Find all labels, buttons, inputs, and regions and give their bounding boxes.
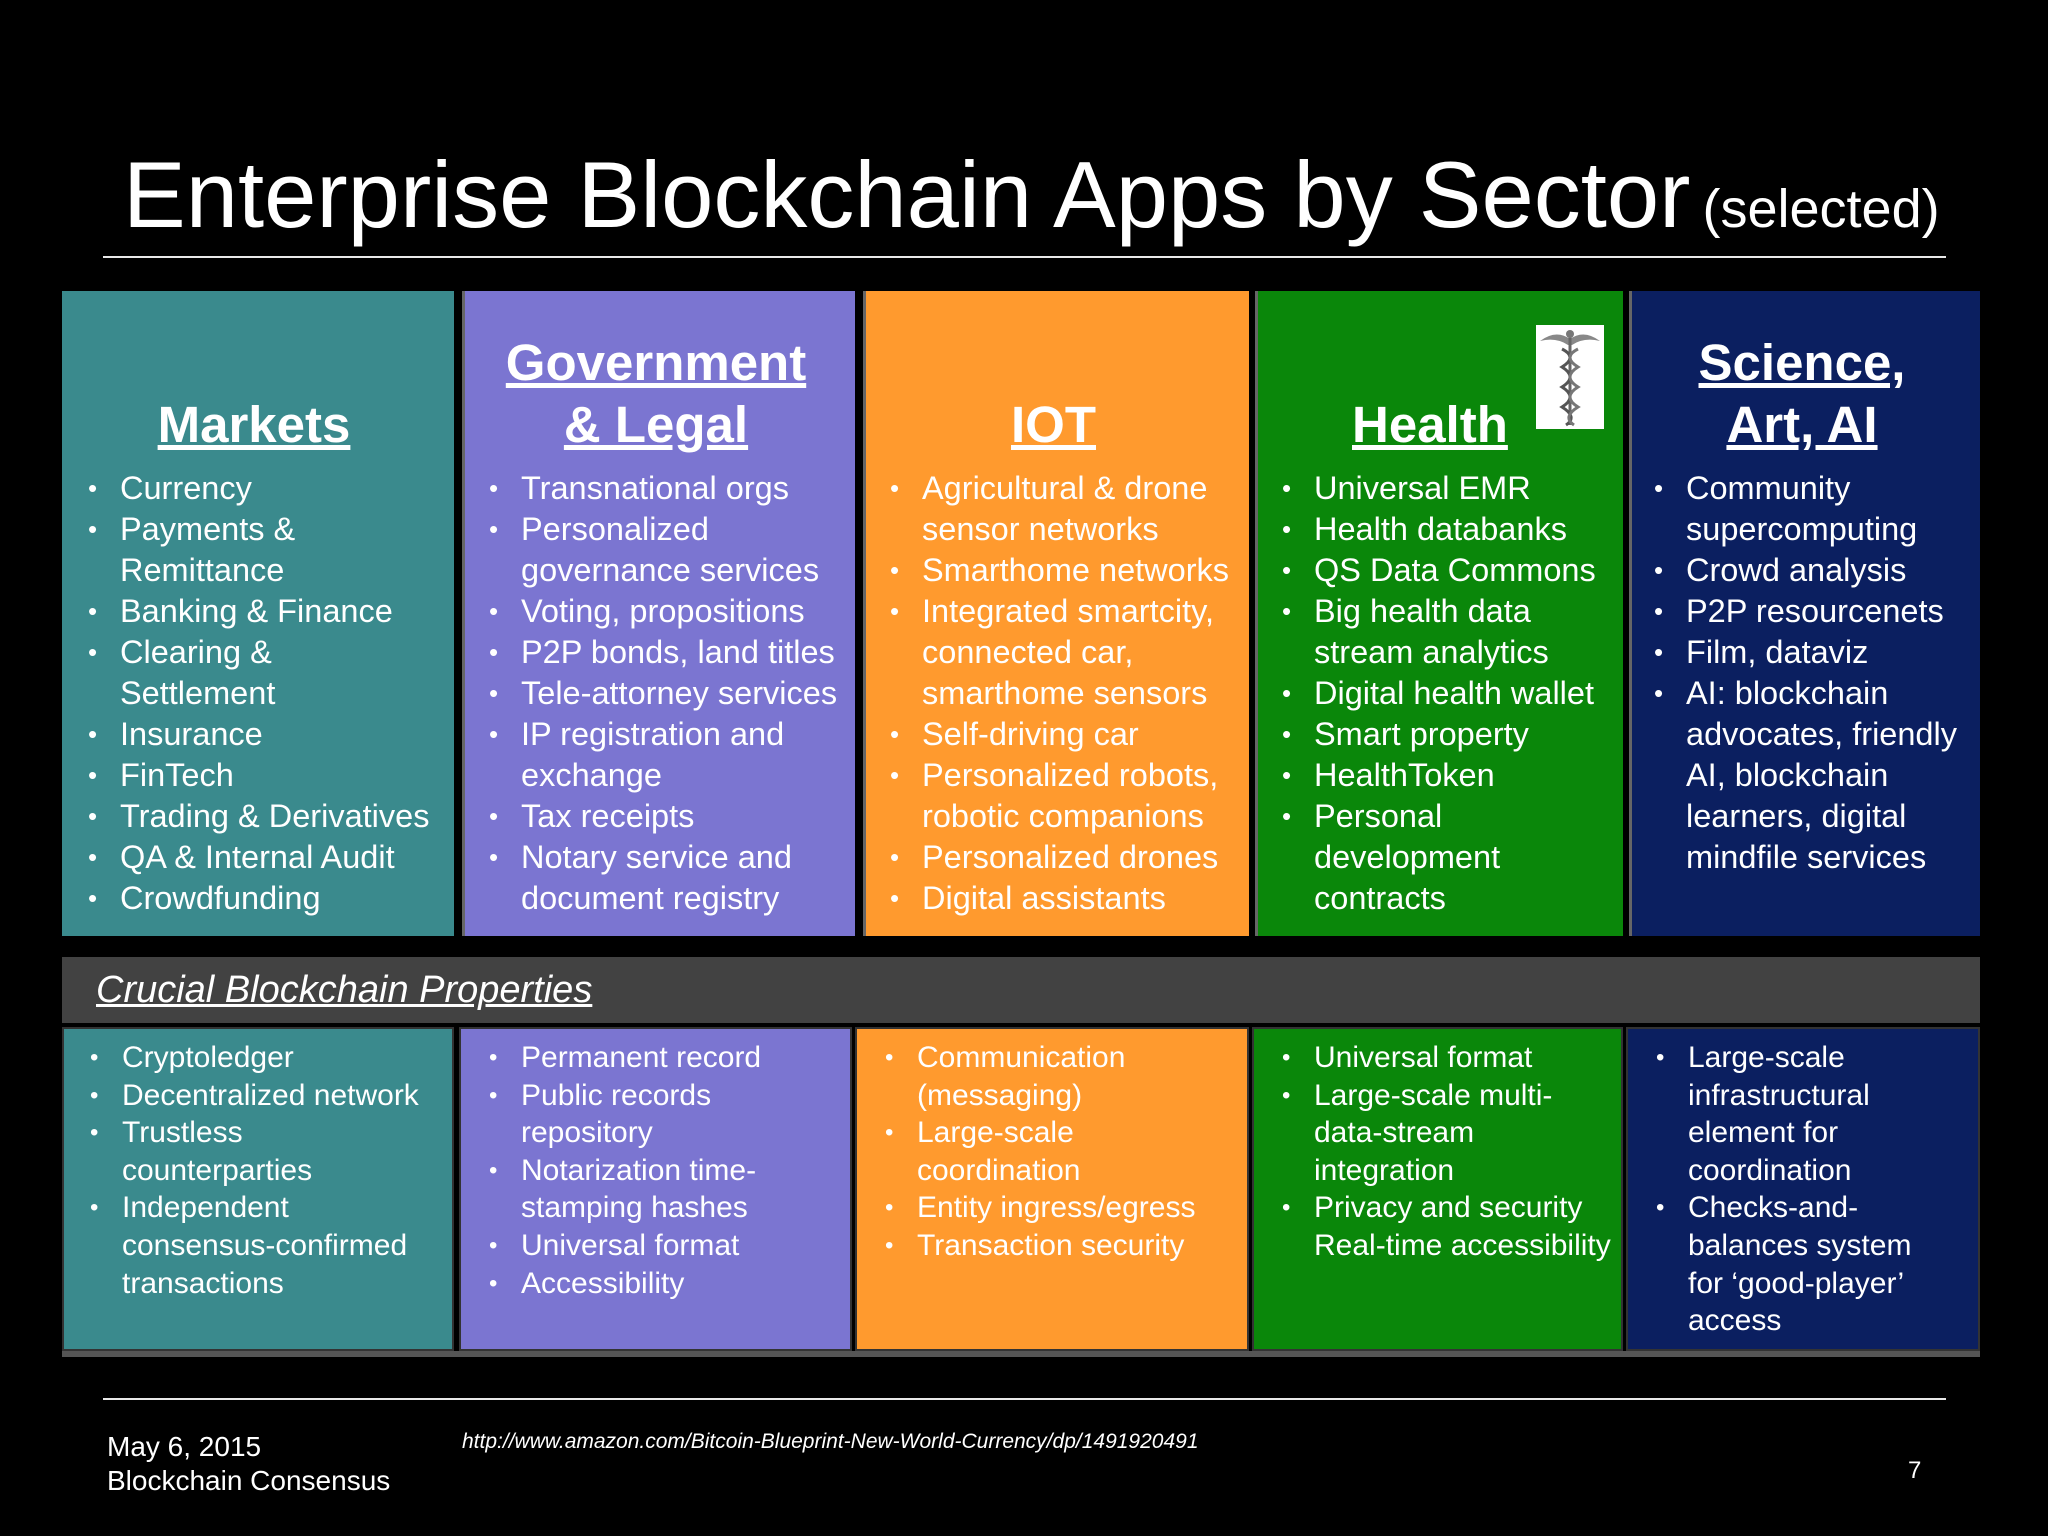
properties-list: Large-scale infrastructural element for … bbox=[1628, 1039, 1978, 1340]
list-item: FinTech bbox=[80, 755, 446, 796]
source-link[interactable]: http://www.amazon.com/Bitcoin-Blueprint-… bbox=[462, 1430, 1199, 1453]
list-item: Large-scale infrastructural element for … bbox=[1648, 1039, 1938, 1189]
footer-divider bbox=[103, 1398, 1946, 1400]
list-item: Accessibility bbox=[481, 1265, 850, 1303]
properties-list: Permanent record Public records reposito… bbox=[461, 1039, 850, 1302]
list-item: Universal format bbox=[481, 1227, 850, 1265]
list-item: Notary service and document registry bbox=[481, 837, 831, 919]
list-item: Currency bbox=[80, 468, 446, 509]
sector-list: Community supercomputing Crowd analysis … bbox=[1632, 468, 1972, 878]
list-item: Checks-and-balances system for ‘good-pla… bbox=[1648, 1189, 1948, 1339]
properties-bottom-shadow bbox=[62, 1351, 1980, 1357]
list-item: QS Data Commons bbox=[1274, 550, 1615, 591]
sector-iot: IOT Agricultural & drone sensor networks… bbox=[863, 291, 1249, 936]
list-item: Crowdfunding bbox=[80, 878, 446, 919]
list-item: Trading & Derivatives bbox=[80, 796, 446, 837]
list-item: Communication (messaging) bbox=[877, 1039, 1147, 1114]
list-item: Large-scale coordination bbox=[877, 1114, 1117, 1189]
list-item: Universal EMR bbox=[1274, 468, 1615, 509]
list-item: Self-driving car bbox=[882, 714, 1241, 755]
properties-markets: Cryptoledger Decentralized network Trust… bbox=[62, 1027, 454, 1351]
page-number: 7 bbox=[1908, 1457, 1922, 1484]
list-item: Voting, propositions bbox=[481, 591, 847, 632]
sector-heading: Science,Art, AI bbox=[1698, 334, 1906, 453]
caduceus-icon bbox=[1536, 325, 1604, 429]
properties-heading: Crucial Blockchain Properties bbox=[96, 969, 593, 1011]
sector-heading: Government& Legal bbox=[505, 334, 807, 453]
list-item: Health databanks bbox=[1274, 509, 1615, 550]
list-item: P2P resourcenets bbox=[1646, 591, 1972, 632]
slide-title-sub: (selected) bbox=[1702, 179, 1940, 239]
properties-list: Cryptoledger Decentralized network Trust… bbox=[64, 1039, 452, 1302]
list-item: Film, dataviz bbox=[1646, 632, 1972, 673]
list-item: Banking & Finance bbox=[80, 591, 446, 632]
title-divider bbox=[103, 256, 1946, 258]
list-item: Tax receipts bbox=[481, 796, 847, 837]
list-item: HealthToken bbox=[1274, 755, 1615, 796]
list-item: Insurance bbox=[80, 714, 446, 755]
footer-date: May 6, 2015 bbox=[107, 1431, 262, 1462]
properties-list: Universal format Large-scale multi-data-… bbox=[1254, 1039, 1621, 1265]
list-item: Large-scale multi-data-stream integratio… bbox=[1274, 1077, 1594, 1190]
list-item: Independent consensus-confirmed transact… bbox=[82, 1189, 442, 1302]
sector-heading: IOT bbox=[1011, 396, 1096, 453]
sector-list: Universal EMR Health databanks QS Data C… bbox=[1258, 468, 1615, 919]
list-item: Personalized governance services bbox=[481, 509, 841, 591]
list-item: Digital health wallet bbox=[1274, 673, 1615, 714]
slide-title-main: Enterprise Blockchain Apps by Sector bbox=[123, 142, 1691, 247]
footer-date-event: May 6, 2015 Blockchain Consensus bbox=[107, 1430, 390, 1498]
list-item: Digital assistants bbox=[882, 878, 1241, 919]
list-item: Crowd analysis bbox=[1646, 550, 1972, 591]
list-item: Entity ingress/egress bbox=[877, 1189, 1247, 1227]
properties-government-legal: Permanent record Public records reposito… bbox=[459, 1027, 852, 1351]
list-item: Agricultural & drone sensor networks bbox=[882, 468, 1232, 550]
list-item: Personalized robots, robotic companions bbox=[882, 755, 1240, 837]
list-item: Integrated smartcity, connected car, sma… bbox=[882, 591, 1234, 714]
sector-list: Transnational orgs Personalized governan… bbox=[465, 468, 847, 919]
properties-science-art-ai: Large-scale infrastructural element for … bbox=[1626, 1027, 1980, 1351]
footer-event: Blockchain Consensus bbox=[107, 1465, 391, 1496]
list-item: QA & Internal Audit bbox=[80, 837, 446, 878]
sector-list: Currency Payments & Remittance Banking &… bbox=[62, 468, 446, 919]
list-item: Smart property bbox=[1274, 714, 1615, 755]
list-item: Smarthome networks bbox=[882, 550, 1241, 591]
sector-list: Agricultural & drone sensor networks Sma… bbox=[866, 468, 1241, 919]
list-item: Permanent record bbox=[481, 1039, 850, 1077]
list-item: AI: blockchain advocates, friendly AI, b… bbox=[1646, 673, 1966, 878]
list-item: Public records repository bbox=[481, 1077, 771, 1152]
sector-heading: Markets bbox=[157, 396, 351, 453]
sector-markets: Markets Currency Payments & Remittance B… bbox=[62, 291, 454, 936]
list-item: Transnational orgs bbox=[481, 468, 847, 509]
slide-title: Enterprise Blockchain Apps by Sector(sel… bbox=[123, 140, 1940, 250]
list-item: Community supercomputing bbox=[1646, 468, 1936, 550]
list-item: Personalized drones bbox=[882, 837, 1241, 878]
list-item: Clearing & Settlement bbox=[80, 632, 330, 714]
list-item: P2P bonds, land titles bbox=[481, 632, 847, 673]
properties-iot: Communication (messaging) Large-scale co… bbox=[855, 1027, 1249, 1351]
list-item: Trustless counterparties bbox=[82, 1114, 342, 1189]
sector-science-art-ai: Science,Art, AI Community supercomputing… bbox=[1629, 291, 1980, 936]
properties-list: Communication (messaging) Large-scale co… bbox=[857, 1039, 1247, 1265]
list-item: Cryptoledger bbox=[82, 1039, 452, 1077]
list-item: Tele-attorney services bbox=[481, 673, 847, 714]
list-item: Decentralized network bbox=[82, 1077, 452, 1115]
sector-government-legal: Government& Legal Transnational orgs Per… bbox=[462, 291, 855, 936]
list-item: Payments & Remittance bbox=[80, 509, 350, 591]
list-item: IP registration and exchange bbox=[481, 714, 821, 796]
sector-heading: Health bbox=[1352, 396, 1508, 453]
list-item: Big health data stream analytics bbox=[1274, 591, 1574, 673]
properties-health: Universal format Large-scale multi-data-… bbox=[1252, 1027, 1623, 1351]
list-item: Personal development contracts bbox=[1274, 796, 1534, 919]
list-item: Notarization time-stamping hashes bbox=[481, 1152, 801, 1227]
list-item: Transaction security bbox=[877, 1227, 1247, 1265]
properties-band: Crucial Blockchain Properties bbox=[62, 957, 1980, 1023]
list-item: Privacy and security Real-time accessibi… bbox=[1274, 1189, 1614, 1264]
list-item: Universal format bbox=[1274, 1039, 1621, 1077]
